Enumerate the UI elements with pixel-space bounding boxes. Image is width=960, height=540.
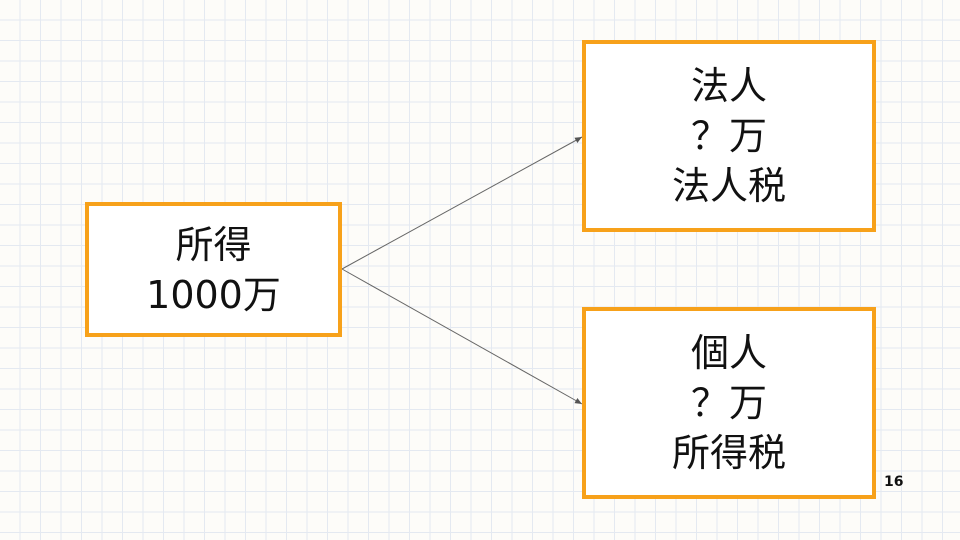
individual-label: 個人 — [690, 331, 767, 375]
corporate-tax: 法人税 — [671, 164, 786, 208]
income-box: 所得 1000万 — [85, 202, 342, 337]
individual-amount: ？万 — [690, 381, 767, 425]
arrow-to-corporate — [341, 136, 583, 270]
arrow-to-individual — [341, 268, 583, 405]
corporate-amount: ？万 — [690, 114, 767, 158]
income-amount: 1000万 — [146, 272, 281, 317]
page-number: 16 — [884, 474, 904, 490]
corporate-label: 法人 — [690, 64, 767, 108]
individual-box: 個人 ？万 所得税 — [582, 307, 876, 499]
corporate-box: 法人 ？万 法人税 — [582, 40, 876, 232]
income-label: 所得 — [175, 222, 252, 267]
individual-tax: 所得税 — [671, 431, 786, 475]
